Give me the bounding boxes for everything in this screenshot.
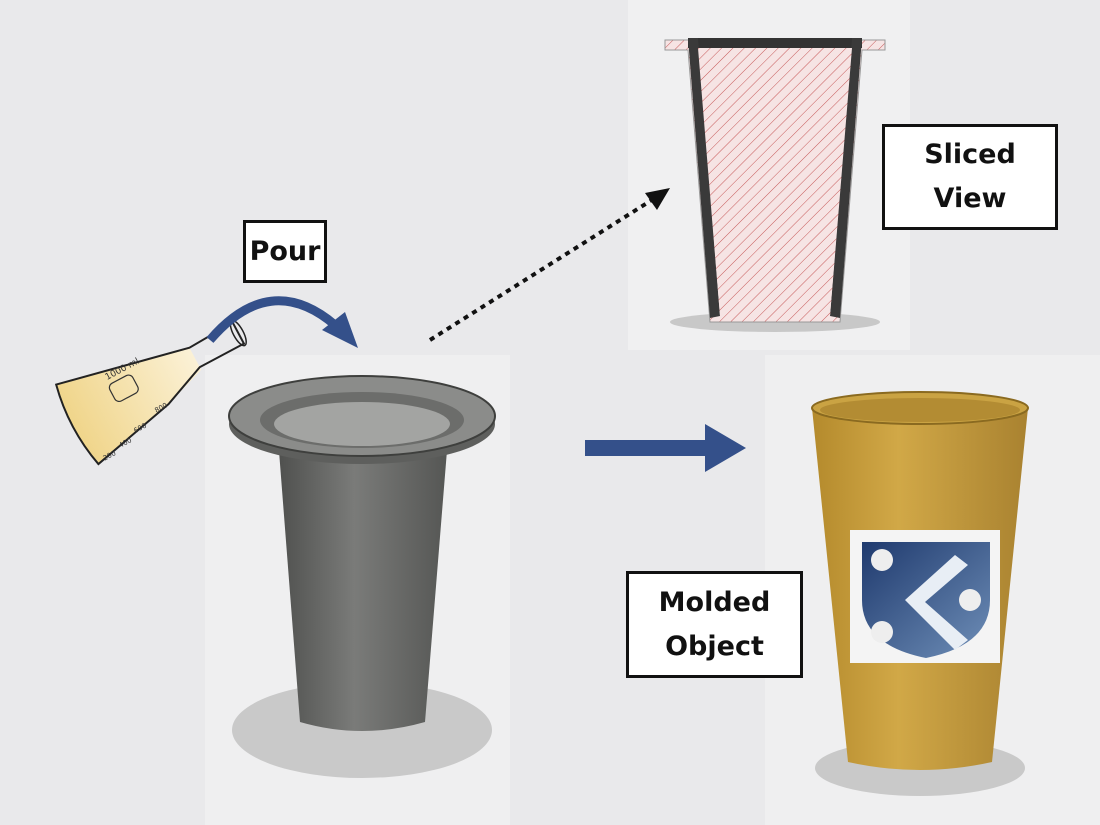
mold-cup: [228, 375, 496, 778]
sliced-text-2: View: [933, 183, 1007, 214]
molded-text-1: Molded: [658, 586, 771, 618]
result-arrowhead: [705, 424, 746, 472]
sliced-text-1: Sliced: [924, 139, 1016, 170]
flask-icon: 1000 ml 200 400 600 800: [54, 319, 247, 466]
slice-arrow: [428, 196, 657, 342]
pour-text: Pour: [249, 235, 321, 267]
sliced-view-label: Sliced View: [882, 124, 1058, 230]
result-arrow: [585, 440, 710, 456]
slice-arrowhead: [645, 188, 670, 210]
pour-arrowhead: [322, 312, 358, 348]
molded-text-2: Object: [665, 630, 764, 662]
sliced-cup: [664, 38, 886, 332]
pour-arrow: [206, 296, 338, 343]
molded-cup: [811, 391, 1029, 796]
molded-object-label: Molded Object: [626, 571, 803, 678]
pour-label: Pour: [243, 220, 327, 283]
